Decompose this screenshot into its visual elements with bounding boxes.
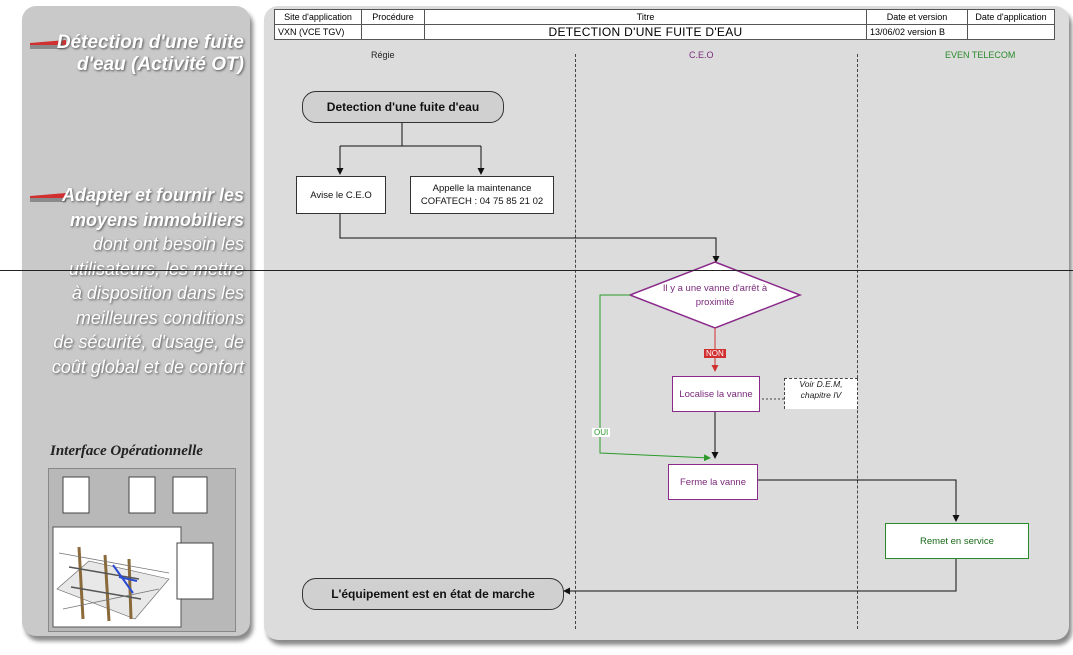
lane-label-regie: Régie	[371, 50, 395, 60]
header-title-value: DETECTION D'UNE FUITE D'EAU	[424, 24, 867, 40]
edge-label-non: NON	[704, 349, 726, 358]
lane-divider	[857, 54, 858, 629]
left-body-line: dont ont besoin les	[92, 234, 244, 254]
header-table: Site d'application Procédure Titre Date …	[274, 9, 1055, 40]
decision-line1: Il y a une vanne d'arrêt à	[662, 283, 768, 294]
header-date-version-value: 13/06/02 version B	[866, 24, 968, 40]
node-remet-service: Remet en service	[885, 523, 1029, 559]
header-site-value: VXN (VCE TGV)	[274, 24, 362, 40]
node-appelle-line2: COFATECH : 04 75 85 21 02	[420, 196, 544, 207]
left-body-line: meilleures conditions	[75, 307, 244, 328]
left-body-line: coût global et de confort	[51, 356, 244, 377]
flow-connectors	[336, 121, 960, 595]
node-appelle-maintenance: Appelle la maintenance COFATECH : 04 75 …	[410, 176, 554, 214]
left-heading-2-line1: Adapter et fournir les	[61, 185, 244, 205]
decision-line2: proximité	[695, 297, 735, 308]
node-equipement-marche: L'équipement est en état de marche	[302, 578, 564, 610]
left-body-line: de sécurité, d'usage, de	[53, 332, 244, 352]
slide-divider-line	[0, 270, 1073, 271]
bullet-icon	[30, 193, 66, 202]
note-line1: Voir D.E.M,	[799, 379, 843, 389]
lane-label-ceo: C.E.O	[689, 50, 714, 60]
node-avise-ceo: Avise le C.E.O	[296, 176, 386, 214]
node-localise-vanne: Localise la vanne	[672, 376, 760, 412]
left-heading-1-line1: Détection d'une fuite	[56, 32, 244, 53]
left-heading-1: Détection d'une fuite d'eau (Activité OT…	[57, 32, 244, 76]
node-decision-vanne: Il y a une vanne d'arrêt à proximité	[630, 282, 800, 310]
left-body: Adapter et fournir les moyens immobilier…	[52, 183, 244, 379]
node-ferme-vanne: Ferme la vanne	[668, 464, 758, 500]
left-body-line: à disposition dans les	[71, 283, 244, 303]
interface-caption: Interface Opérationnelle	[50, 443, 203, 459]
left-heading-2-line2: moyens immobiliers	[69, 209, 244, 230]
node-detection-start: Detection d'une fuite d'eau	[302, 91, 504, 123]
header-date-application-value	[967, 24, 1055, 40]
lane-label-even-telecom: EVEN TELECOM	[945, 50, 1016, 60]
procedure-panel: Site d'application Procédure Titre Date …	[264, 6, 1069, 640]
left-body-line: utilisateurs, les mettre	[68, 258, 244, 279]
note-voir-dem: Voir D.E.M, chapitre IV	[784, 378, 858, 409]
left-heading-1-line2: d'eau (Activité OT)	[76, 54, 244, 75]
note-line2: chapitre IV	[800, 390, 842, 400]
building-thumbnail	[48, 468, 236, 632]
node-appelle-line1: Appelle la maintenance	[432, 183, 532, 194]
bullet-icon	[30, 40, 66, 49]
lane-divider	[575, 54, 576, 629]
edge-label-oui: OUI	[592, 428, 611, 437]
left-panel: Détection d'une fuite d'eau (Activité OT…	[22, 6, 250, 636]
